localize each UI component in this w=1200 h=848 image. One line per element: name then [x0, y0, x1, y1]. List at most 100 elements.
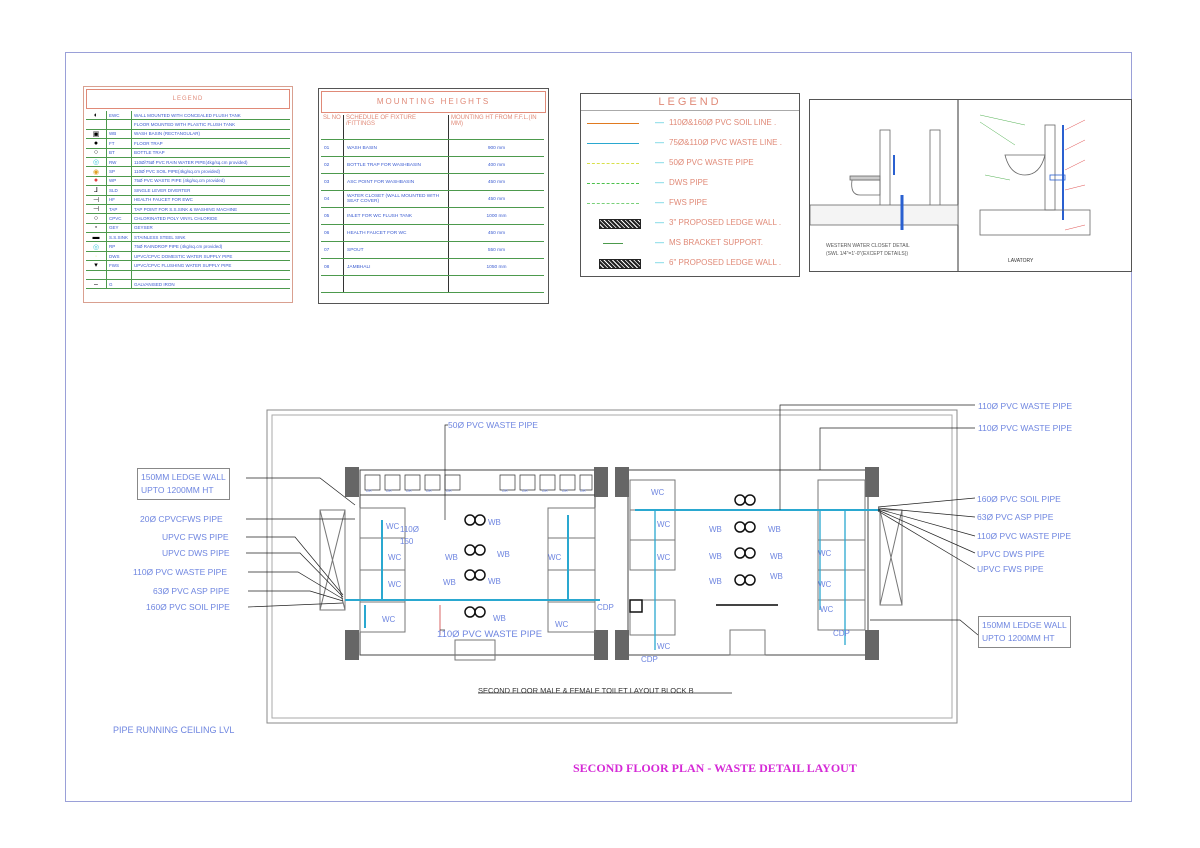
legend-description: [131, 270, 290, 281]
lavatory-detail-drawing: [979, 114, 1091, 236]
urinal-label: UR: [406, 488, 412, 493]
row-fixture: BOTTLE TRAP FOR WASHBASIN: [343, 156, 449, 174]
fixture-label: WB: [709, 552, 722, 561]
row-height: 1050 mm: [448, 258, 544, 276]
legend-code: G: [106, 279, 132, 290]
dash-separator: —: [655, 197, 664, 207]
row-height: 550 mm: [448, 241, 544, 259]
row-fixture: HEALTH FAUCET FOR WC: [343, 224, 449, 242]
fixture-label: WB: [709, 577, 722, 586]
cpvc-icon: ○: [86, 213, 107, 224]
fixture-label: WC: [818, 549, 832, 558]
pipe-swatch-icon: [587, 183, 639, 184]
row-fixture: WASH BASIN: [343, 139, 449, 157]
fixture-label: WB: [493, 614, 506, 623]
callout-ledge-height: UPTO 1200MM HT: [141, 485, 214, 495]
callout-ledge-wall: 150MM LEDGE WALL: [982, 620, 1067, 630]
callout-asp-pipe: 63Ø PVC ASP PIPE: [153, 586, 230, 596]
legend-description: WALL MOUNTED WITH CONCEALED FLUSH TANK: [131, 111, 290, 121]
row-fixture: ASC POINT FOR WASHBASIN: [343, 173, 449, 191]
callout-right-waste-2: 110Ø PVC WASTE PIPE: [978, 423, 1073, 433]
row-fixture: INLET FOR WC FLUSH TANK: [343, 207, 449, 225]
fixture-label: WC: [651, 488, 665, 497]
urinal-label: UR: [522, 488, 528, 493]
row-height: 900 mm: [448, 139, 544, 157]
pipe-swatch-icon: [599, 219, 641, 229]
legend-description: SINGLE LEVER DIVERTER: [131, 185, 290, 196]
callout-upvc-dws: UPVC DWS PIPE: [162, 548, 230, 558]
pipe-legend-item: —6" PROPOSED LEDGE WALL .: [581, 254, 799, 274]
pipe-legend-item: —3" PROPOSED LEDGE WALL .: [581, 214, 799, 234]
tap-point-icon: ⊣: [86, 204, 107, 215]
legend-code: SP: [106, 166, 132, 177]
wash-basin-fixtures: [464, 494, 756, 618]
legend-code: TAP: [106, 204, 132, 215]
health-faucet-icon: ⊣: [86, 195, 107, 205]
dash-separator: —: [655, 137, 664, 147]
fixture-label: WC: [657, 642, 671, 651]
callout-right-soil: 160Ø PVC SOIL PIPE: [977, 494, 1061, 504]
fixture-label: CDP: [597, 603, 614, 612]
lavatory-caption: LAVATORY: [1008, 258, 1034, 264]
legend-code: S.S.SINK: [106, 232, 132, 243]
row-slno: 06: [321, 224, 344, 242]
mounting-heights-grid: SL NO SCHEDULE OF FIXTURE /FITTINGS MOUN…: [321, 115, 544, 293]
row-slno: 01: [321, 139, 344, 157]
urinal-label: UR: [502, 488, 508, 493]
row-fixture: [343, 275, 449, 293]
gi-icon: –: [86, 279, 107, 290]
legend-description: UPVC/CPVC FLUSHING WATER SUPPLY PIPE: [131, 260, 290, 271]
right-ledge-wall-callout: 150MM LEDGE WALL UPTO 1200MM HT: [978, 616, 1071, 648]
fixture-label: CDP: [641, 655, 658, 664]
legend-code: WP: [106, 176, 132, 187]
wash-basin-icon: ▣: [86, 129, 107, 140]
callout-upvc-fws: UPVC FWS PIPE: [162, 532, 229, 542]
row-slno: 03: [321, 173, 344, 191]
pipe-legend-label: 50Ø PVC WASTE PIPE: [669, 158, 754, 167]
callout-right-asp: 63Ø PVC ASP PIPE: [977, 512, 1054, 522]
pipe-swatch-icon: [599, 259, 641, 269]
row-fixture: JAMBHALI: [343, 258, 449, 276]
legend-code: HF: [106, 195, 132, 205]
fixture-label: WC: [657, 520, 671, 529]
pipe-swatch-icon: [587, 203, 639, 204]
legend-code: GEY: [106, 223, 132, 234]
row-slno: 04: [321, 190, 344, 208]
callout-waste-pipe: 110Ø PVC WASTE PIPE: [133, 567, 228, 577]
blank-icon: [86, 119, 107, 130]
pipe-swatch-icon: [587, 163, 639, 164]
col-header-slno: SL NO: [321, 115, 344, 140]
pipe-legend-item: — 75Ø&110Ø PVC WASTE LINE .: [581, 134, 799, 154]
pipe-legend-label: 75Ø&110Ø PVC WASTE LINE .: [669, 138, 782, 147]
callout-right-dws: UPVC DWS PIPE: [977, 549, 1045, 559]
mounting-row: [321, 275, 544, 293]
plan-inner-frame: [271, 414, 953, 719]
sink-icon: ▬: [86, 232, 107, 243]
callout-right-waste-3: 110Ø PVC WASTE PIPE: [977, 531, 1072, 541]
urinal-label: UR: [542, 488, 548, 493]
fixture-label: WB: [709, 525, 722, 534]
fixture-label: WC: [386, 522, 400, 531]
pipe-swatch-icon: [587, 123, 639, 124]
callout-right-waste-1: 110Ø PVC WASTE PIPE: [978, 401, 1073, 411]
row-height: 450 mm: [448, 224, 544, 242]
row-height: 450 mm: [448, 173, 544, 191]
fixture-label: WB: [488, 518, 501, 527]
legend-description: 75Ø RAINDROP PIPE (4kg/sq.cm provided): [131, 241, 290, 252]
